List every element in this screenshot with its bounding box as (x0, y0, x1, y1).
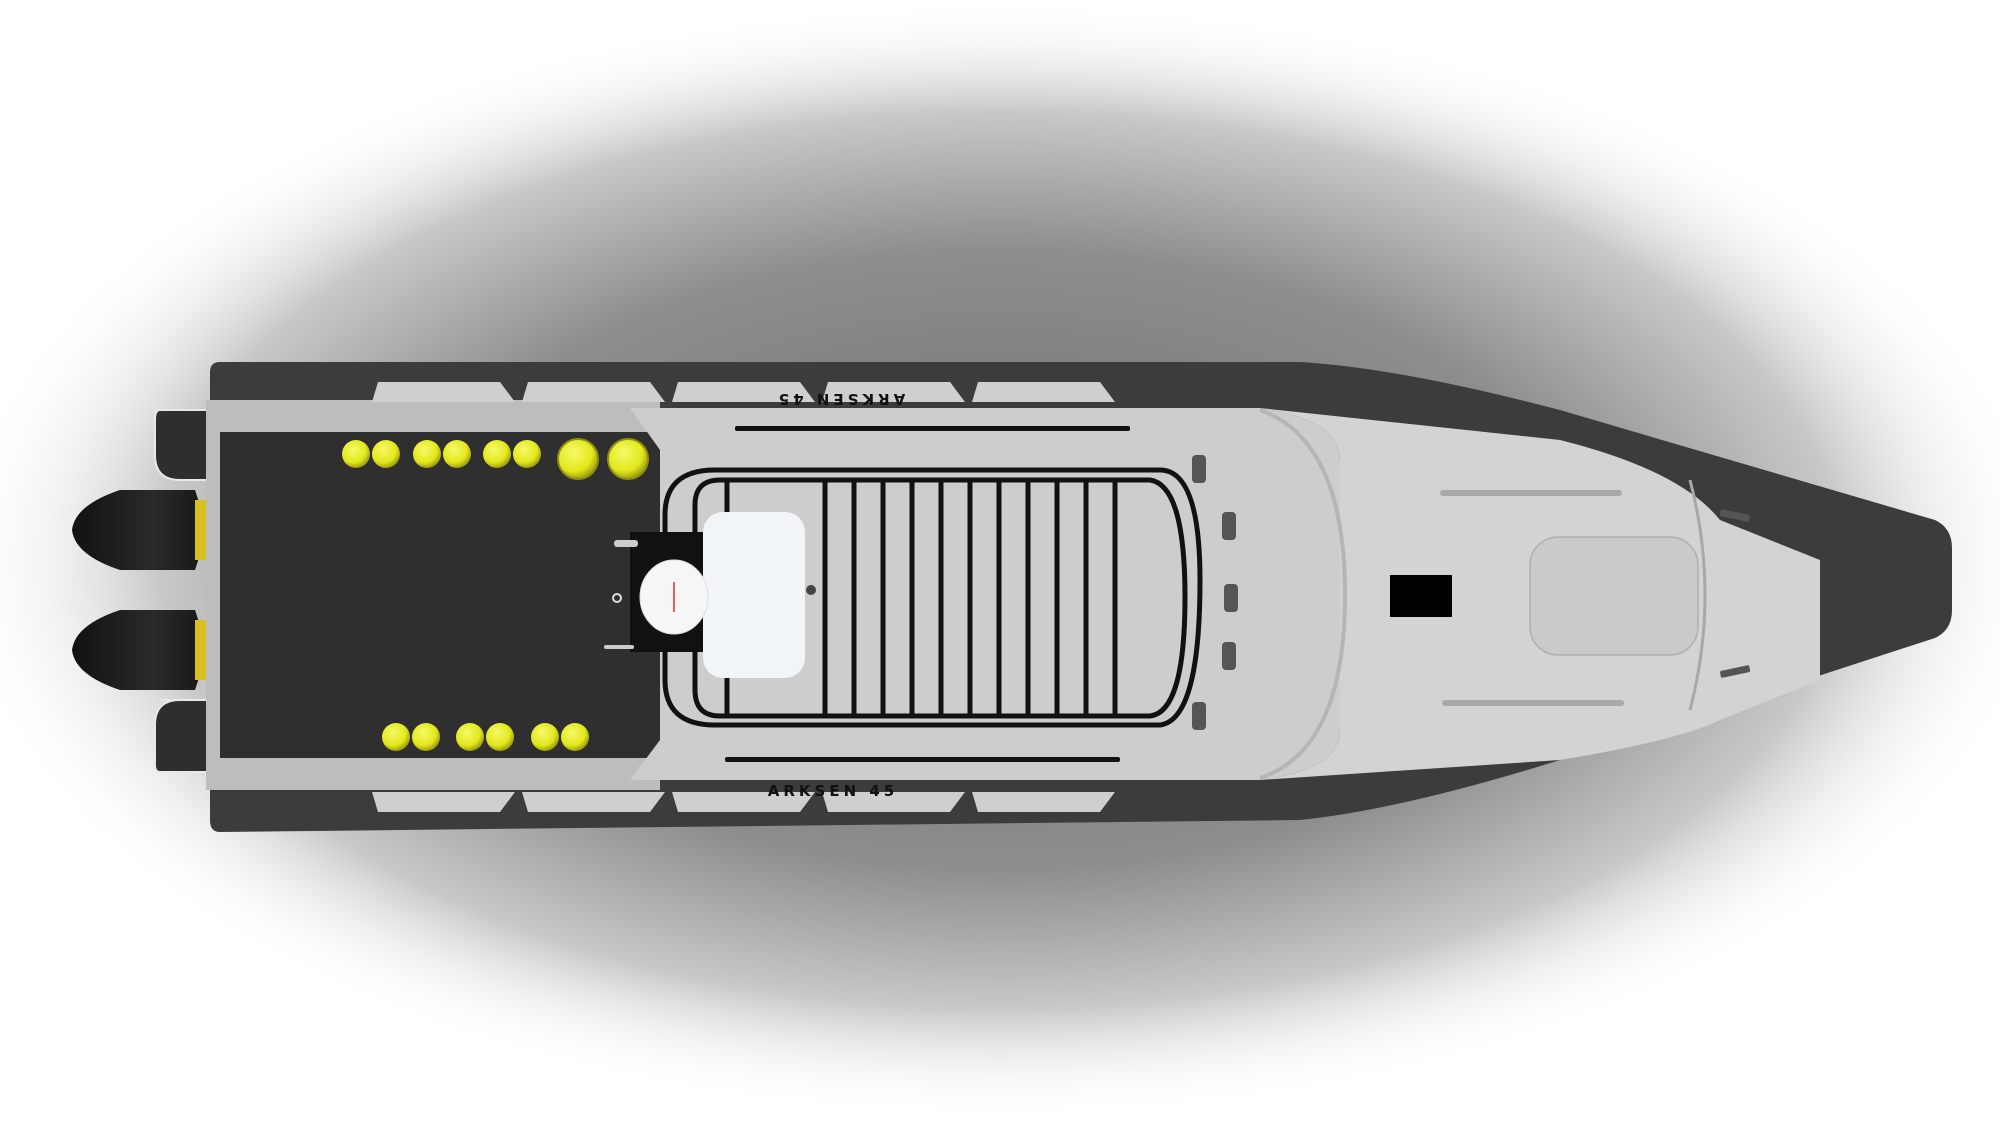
side-deck-panels-top (372, 382, 1115, 402)
svg-text:ARKSEN 45: ARKSEN 45 (768, 782, 898, 800)
transom-steps (154, 409, 211, 773)
outboard-engines (72, 490, 208, 690)
radome (639, 559, 709, 635)
engine-port (72, 610, 208, 690)
console-foredeck (630, 408, 1820, 780)
aft-deck (206, 400, 660, 790)
buoys-top (342, 438, 649, 480)
side-deck-panels-bottom (372, 792, 1115, 812)
model-name-starboard: ARKSEN 45 (775, 390, 905, 408)
model-name-port: ARKSEN 45 (768, 782, 898, 800)
liferaft (703, 512, 816, 678)
svg-text:ARKSEN 45: ARKSEN 45 (775, 390, 905, 408)
cleats (1192, 455, 1238, 730)
grab-rails (725, 426, 1130, 762)
roll-cage (662, 467, 1203, 728)
buoys-bottom (382, 723, 589, 751)
engine-starboard (72, 490, 208, 570)
